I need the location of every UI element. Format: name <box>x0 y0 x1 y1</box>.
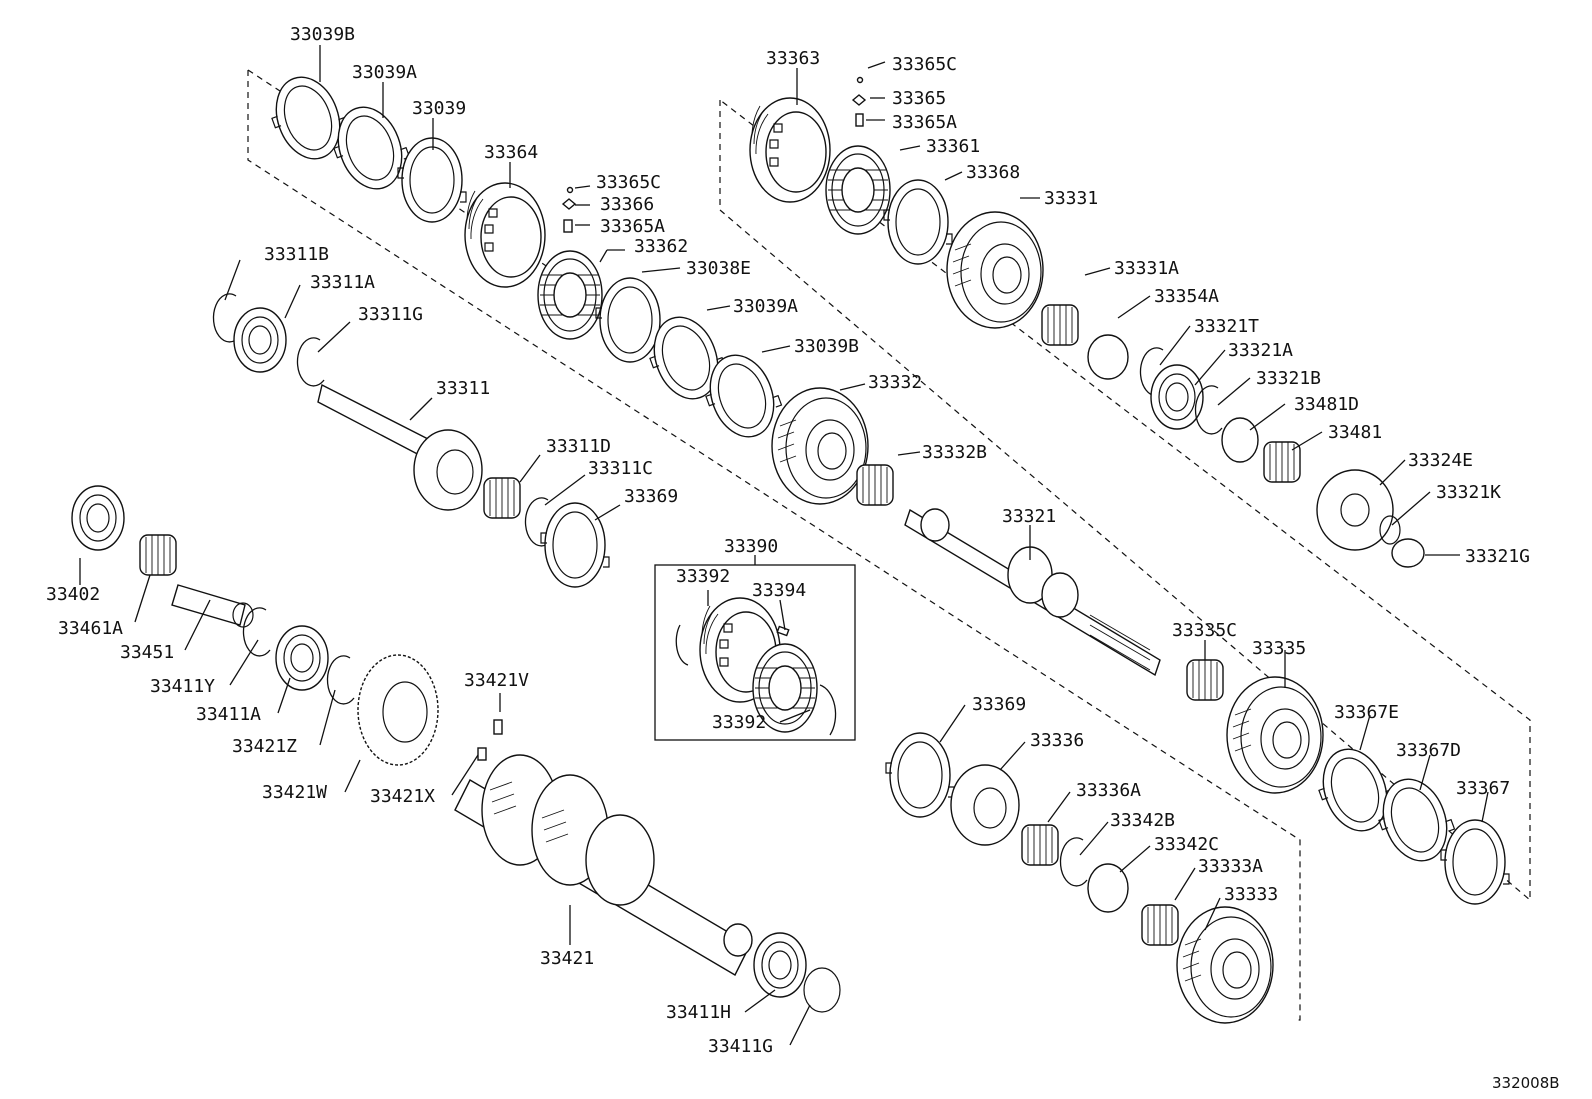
label-33333A: 33333A <box>1198 856 1263 877</box>
label-33411A: 33411A <box>196 704 261 725</box>
label-33342C: 33342C <box>1154 834 1219 855</box>
label-33321K: 33321K <box>1436 482 1501 503</box>
label-33481D: 33481D <box>1294 394 1359 415</box>
label-33335C: 33335C <box>1172 620 1237 641</box>
label-33369-b: 33369 <box>972 694 1026 715</box>
label-33321B: 33321B <box>1256 368 1321 389</box>
label-33039A-b: 33039A <box>733 296 798 317</box>
label-33421W: 33421W <box>262 782 327 803</box>
label-33369: 33369 <box>624 486 678 507</box>
label-33402: 33402 <box>46 584 100 605</box>
label-33421: 33421 <box>540 948 594 969</box>
part-labels: 33039B 33039A 33039 33364 33365C 33366 3… <box>46 24 1530 1057</box>
label-33039B-b: 33039B <box>794 336 859 357</box>
label-33392-b: 33392 <box>712 712 766 733</box>
label-33366: 33366 <box>600 194 654 215</box>
label-33332: 33332 <box>868 372 922 393</box>
label-33336: 33336 <box>1030 730 1084 751</box>
leader-lines <box>79 45 1489 1046</box>
label-33364: 33364 <box>484 142 538 163</box>
label-33342B: 33342B <box>1110 810 1175 831</box>
label-33411Y: 33411Y <box>150 676 215 697</box>
label-33421Z: 33421Z <box>232 736 297 757</box>
label-33361: 33361 <box>926 136 980 157</box>
label-33367D: 33367D <box>1396 740 1461 761</box>
label-33039A: 33039A <box>352 62 417 83</box>
label-33336A: 33336A <box>1076 780 1141 801</box>
label-33365C-b: 33365C <box>892 54 957 75</box>
assembly-outline-left <box>247 70 1301 1021</box>
label-33390: 33390 <box>724 536 778 557</box>
label-33461A: 33461A <box>58 618 123 639</box>
label-33362: 33362 <box>634 236 688 257</box>
label-33365A: 33365A <box>600 216 665 237</box>
label-33311G: 33311G <box>358 304 423 325</box>
label-33481: 33481 <box>1328 422 1382 443</box>
label-33311C: 33311C <box>588 458 653 479</box>
label-33321: 33321 <box>1002 506 1056 527</box>
label-33331: 33331 <box>1044 188 1098 209</box>
label-33324E: 33324E <box>1408 450 1473 471</box>
label-33335: 33335 <box>1252 638 1306 659</box>
label-33321G: 33321G <box>1465 546 1530 567</box>
label-33332B: 33332B <box>922 442 987 463</box>
label-33411H: 33411H <box>666 1002 731 1023</box>
label-33451: 33451 <box>120 642 174 663</box>
label-33039B: 33039B <box>290 24 355 45</box>
label-33368: 33368 <box>966 162 1020 183</box>
label-33311B: 33311B <box>264 244 329 265</box>
label-33333: 33333 <box>1224 884 1278 905</box>
document-code: 332008B <box>1492 1074 1560 1092</box>
label-33365A-b: 33365A <box>892 112 957 133</box>
assembly-outline-right <box>719 99 1531 902</box>
label-33411G: 33411G <box>708 1036 773 1057</box>
label-33038E: 33038E <box>686 258 751 279</box>
label-33354A: 33354A <box>1154 286 1219 307</box>
label-33392: 33392 <box>676 566 730 587</box>
label-33311A: 33311A <box>310 272 375 293</box>
label-33311D: 33311D <box>546 436 611 457</box>
label-33367: 33367 <box>1456 778 1510 799</box>
label-33365: 33365 <box>892 88 946 109</box>
label-33363: 33363 <box>766 48 820 69</box>
label-33367E: 33367E <box>1334 702 1399 723</box>
label-33421X: 33421X <box>370 786 435 807</box>
label-33039: 33039 <box>412 98 466 119</box>
label-33321T: 33321T <box>1194 316 1259 337</box>
label-33331A: 33331A <box>1114 258 1179 279</box>
label-33311: 33311 <box>436 378 490 399</box>
label-33394: 33394 <box>752 580 806 601</box>
label-33421V: 33421V <box>464 670 529 691</box>
label-33365C: 33365C <box>596 172 661 193</box>
label-33321A: 33321A <box>1228 340 1293 361</box>
